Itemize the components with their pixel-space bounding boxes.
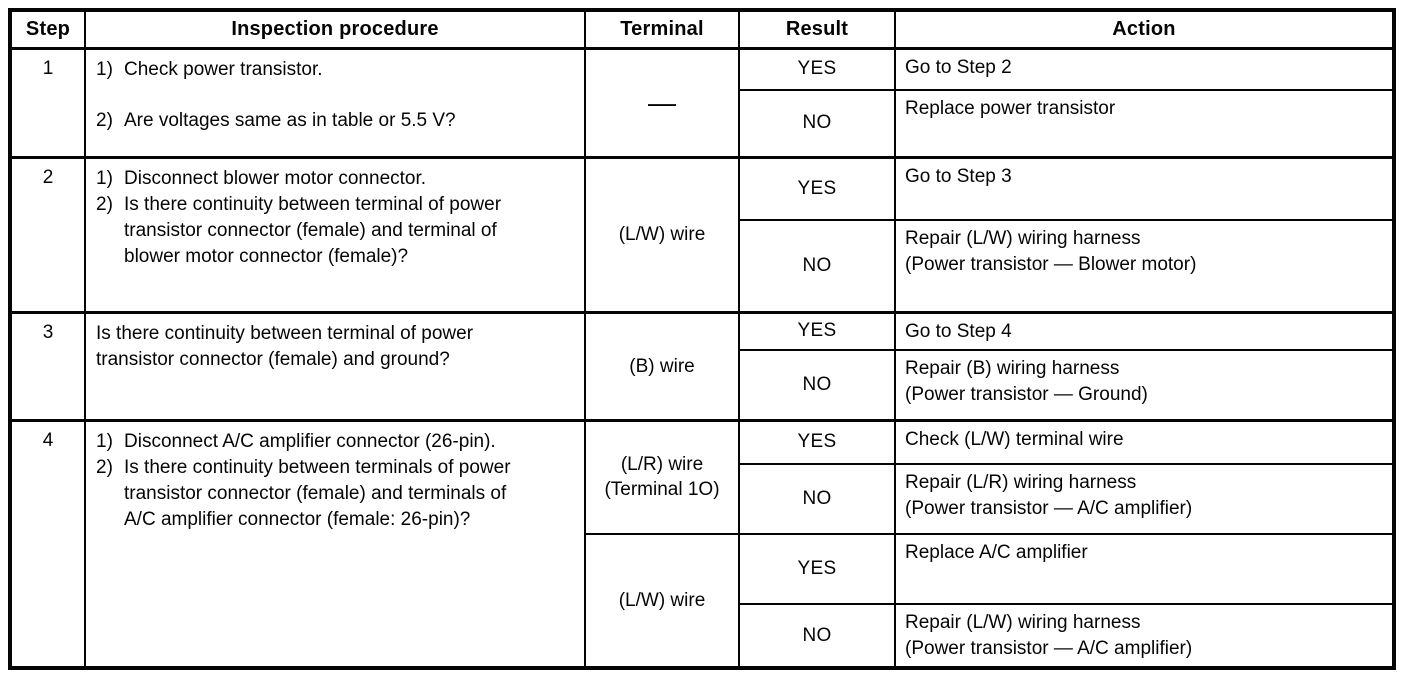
- action-cell: Replace A/C amplifier: [894, 533, 1395, 605]
- action-cell: Go to Step 4: [894, 310, 1395, 351]
- col-header-step: Step: [9, 9, 86, 50]
- action-cell: Repair (L/W) wiring harness (Power trans…: [894, 603, 1395, 669]
- table-row: 2 1) Disconnect blower motor connector. …: [9, 155, 1395, 313]
- result-cell: YES: [738, 47, 896, 91]
- col-header-action: Action: [894, 9, 1395, 50]
- col-header-procedure: Inspection procedure: [84, 9, 586, 50]
- table-row: NO Repair (L/W) wiring harness (Power tr…: [10, 219, 1395, 313]
- result-cell: NO: [738, 219, 896, 313]
- col-header-terminal: Terminal: [584, 9, 740, 50]
- inspection-table: Step Inspection procedure Terminal Resul…: [8, 8, 1396, 670]
- action-cell: Repair (L/R) wiring harness (Power trans…: [894, 463, 1395, 535]
- table-row: NO Repair (L/R) wiring harness (Power tr…: [10, 463, 1395, 535]
- procedure-item: 1) Disconnect A/C amplifier connector (2…: [96, 429, 576, 455]
- result-cell: YES: [738, 155, 896, 221]
- procedure-item: 1) Disconnect blower motor connector.: [96, 166, 576, 192]
- item-number: 1): [96, 430, 113, 452]
- col-header-result: Result: [738, 9, 896, 50]
- item-number: 2): [96, 193, 113, 215]
- result-cell: YES: [738, 310, 896, 351]
- table-row: 4 1) Disconnect A/C amplifier connector …: [9, 418, 1395, 669]
- header-row: Step Inspection procedure Terminal Resul…: [9, 9, 1395, 50]
- item-text: Is there continuity between terminals of…: [124, 456, 511, 530]
- action-cell: Go to Step 2: [894, 47, 1395, 91]
- table-row: NO Replace power transistor: [10, 89, 1395, 158]
- procedure-item: 2) Is there continuity between terminals…: [96, 455, 576, 533]
- step-number: 1: [9, 47, 86, 158]
- procedure-item: 2) Is there continuity between terminal …: [96, 192, 576, 270]
- result-cell: NO: [738, 603, 896, 669]
- table-row: 3 Is there continuity between terminal o…: [9, 310, 1395, 421]
- procedure-item: 2) Are voltages same as in table or 5.5 …: [96, 108, 576, 134]
- terminal-cell: (L/W) wire: [584, 533, 740, 669]
- procedure-text: Is there continuity between terminal of …: [96, 322, 474, 370]
- procedure-cell: Is there continuity between terminal of …: [84, 310, 586, 421]
- result-cell: YES: [738, 418, 896, 465]
- item-text: Disconnect A/C amplifier connector (26-p…: [124, 430, 496, 452]
- procedure-cell: 1) Check power transistor. 2) Are voltag…: [84, 47, 586, 158]
- step-number: 2: [9, 155, 86, 313]
- result-cell: YES: [738, 533, 896, 605]
- terminal-cell: (L/W) wire: [584, 155, 740, 313]
- item-number: 2): [96, 456, 113, 478]
- item-text: Is there continuity between terminal of …: [124, 193, 502, 267]
- action-cell: Check (L/W) terminal wire: [894, 418, 1395, 465]
- table-row: (L/W) wire YES Replace A/C amplifier: [10, 533, 1395, 669]
- terminal-cell: (B) wire: [584, 310, 740, 421]
- action-cell: Go to Step 3: [894, 155, 1395, 221]
- table-row: NO Repair (B) wiring harness (Power tran…: [10, 349, 1395, 421]
- result-cell: NO: [738, 349, 896, 421]
- action-cell: Repair (B) wiring harness (Power transis…: [894, 349, 1395, 421]
- procedure-cell: 1) Disconnect blower motor connector. 2)…: [84, 155, 586, 313]
- procedure-item: 1) Check power transistor.: [96, 57, 576, 83]
- table-row: NO Repair (L/W) wiring harness (Power tr…: [10, 603, 1395, 669]
- table-row: 1 1) Check power transistor. 2) Are volt…: [9, 47, 1395, 158]
- item-text: Are voltages same as in table or 5.5 V?: [124, 109, 456, 131]
- step-number: 4: [9, 418, 86, 669]
- item-text: Disconnect blower motor connector.: [124, 167, 427, 189]
- item-text: Check power transistor.: [124, 58, 323, 80]
- terminal-cell: —: [584, 47, 740, 158]
- result-cell: NO: [738, 89, 896, 158]
- procedure-cell: 1) Disconnect A/C amplifier connector (2…: [84, 418, 586, 669]
- result-cell: NO: [738, 463, 896, 535]
- action-cell: Replace power transistor: [894, 89, 1395, 158]
- item-number: 1): [96, 167, 113, 189]
- item-number: 2): [96, 109, 113, 131]
- action-cell: Repair (L/W) wiring harness (Power trans…: [894, 219, 1395, 313]
- terminal-cell: (L/R) wire (Terminal 1O): [584, 418, 740, 535]
- item-number: 1): [96, 58, 113, 80]
- step-number: 3: [9, 310, 86, 421]
